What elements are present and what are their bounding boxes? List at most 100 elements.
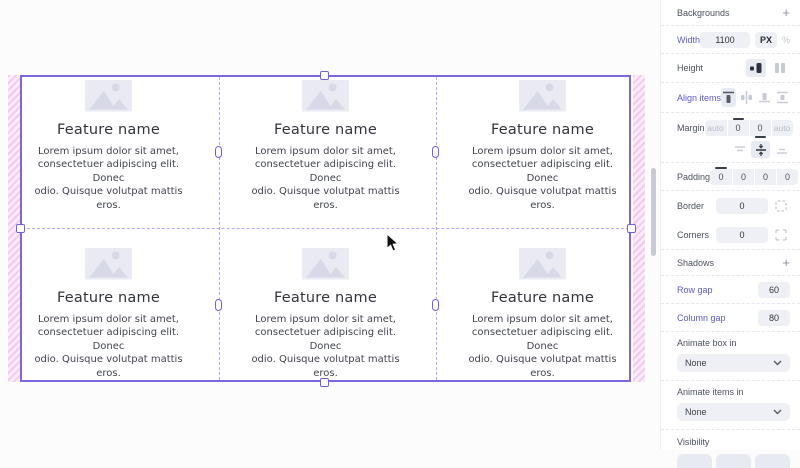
image-placeholder-icon [302,80,349,112]
margin-indicator-left [8,75,20,382]
card-body: Lorem ipsum dolor sit amet,consectetuer … [468,313,617,379]
align-baseline-icon[interactable] [757,88,772,107]
row-gap-guide [22,228,629,229]
margin-align-top-icon[interactable] [731,142,748,157]
row-gap-label: Row gap [677,284,713,295]
mouse-cursor [386,233,400,252]
align-start-icon[interactable] [721,88,737,107]
image-placeholder-icon [519,248,566,280]
chevron-down-icon [773,360,782,366]
unit-px-toggle[interactable]: PX [755,31,777,48]
gap-handle[interactable] [431,146,439,158]
margin-left-input: auto [707,122,724,133]
selected-section[interactable]: Feature name Lorem ipsum dolor sit amet,… [20,75,631,382]
animate-box-block: Animate box in None [661,332,800,381]
card-body: Lorem ipsum dolor sit amet,consectetuer … [251,145,400,211]
border-label: Border [677,200,705,211]
feature-card[interactable]: Feature name Lorem ipsum dolor sit amet,… [239,77,412,212]
image-placeholder-icon [302,248,349,280]
card-body: Lorem ipsum dolor sit amet,consectetuer … [251,313,400,379]
width-input[interactable]: 1100 [700,31,750,48]
visibility-option-button[interactable] [716,454,751,468]
gap-handle[interactable] [431,299,439,311]
animate-items-block: Animate items in None [661,381,800,430]
feature-card[interactable]: Feature name Lorem ipsum dolor sit amet,… [456,77,629,212]
feature-card[interactable]: Feature name Lorem ipsum dolor sit amet,… [456,245,629,380]
padding-right-input: 0 [776,168,798,185]
resize-handle-left[interactable] [15,223,25,233]
gap-handle[interactable] [214,146,222,158]
image-placeholder-icon [85,248,132,280]
align-items-row: Align items [661,83,800,113]
margin-label: Margin [677,122,705,133]
width-row: Width 1100 PX % [661,26,800,54]
align-stretch-icon[interactable] [775,88,790,107]
chevron-down-icon [773,409,782,415]
border-sides-icon[interactable] [772,197,790,215]
column-gap-input[interactable]: 80 [758,309,790,326]
corners-label: Corners [677,229,710,240]
backgrounds-row: Backgrounds + [661,0,800,26]
design-canvas[interactable]: Feature name Lorem ipsum dolor sit amet,… [0,0,660,450]
image-placeholder-icon [85,80,132,112]
animate-box-dropdown[interactable]: None [677,354,790,372]
height-label: Height [677,63,704,73]
card-title: Feature name [274,121,377,138]
feature-grid: Feature name Lorem ipsum dolor sit amet,… [22,77,629,380]
margin-inputs[interactable]: auto 0 0 auto [704,117,793,138]
image-placeholder-icon [519,80,566,112]
backgrounds-label: Backgrounds [677,7,730,18]
feature-card[interactable]: Feature name Lorem ipsum dolor sit amet,… [22,245,195,380]
animate-items-dropdown[interactable]: None [677,403,790,421]
margin-indicator-right [633,75,645,382]
height-fill-icon[interactable] [770,59,790,77]
margin-right-input: auto [770,119,793,136]
row-gap-row: Row gap 60 [661,276,800,304]
card-body: Lorem ipsum dolor sit amet,consectetuer … [34,313,183,379]
canvas-scrollbar[interactable] [651,168,656,256]
card-body: Lorem ipsum dolor sit amet,consectetuer … [468,145,617,211]
align-items-label: Align items [677,92,722,103]
row-gap-input[interactable]: 60 [758,281,790,298]
height-row: Height [661,54,800,83]
visibility-block: Visibility [661,430,800,468]
padding-inputs[interactable]: 0 0 0 0 [710,166,799,185]
align-center-icon[interactable] [739,88,754,107]
margin-top-input: 0 [726,117,749,136]
padding-top-input: 0 [732,168,754,185]
width-label: Width [677,34,701,45]
properties-panel: Backgrounds + Width 1100 PX % Height Ali… [660,0,800,468]
resize-handle-bottom[interactable] [319,377,329,387]
column-gap-row: Column gap 80 [661,304,800,332]
margin-row: Margin auto 0 0 auto [661,113,800,163]
add-shadow-button[interactable]: + [782,255,790,270]
padding-label: Padding [677,171,711,182]
corners-row: Corners 0 [661,220,800,249]
padding-bottom-input: 0 [754,168,776,185]
corners-input[interactable]: 0 [716,226,768,243]
resize-handle-top[interactable] [319,70,329,80]
margin-bottom-input: 0 [748,119,771,138]
height-hug-icon[interactable] [746,59,766,77]
gap-handle[interactable] [214,299,222,311]
card-title: Feature name [57,121,160,138]
margin-align-bottom-icon[interactable] [773,142,790,157]
border-corners-block: Border 0 Corners 0 [661,191,800,250]
card-title: Feature name [274,289,377,306]
card-title: Feature name [57,289,160,306]
card-body: Lorem ipsum dolor sit amet,consectetuer … [34,145,183,211]
animate-box-label: Animate box in [677,338,737,348]
shadows-row: Shadows + [661,250,800,276]
margin-align-center-icon[interactable] [751,141,770,158]
feature-card[interactable]: Feature name Lorem ipsum dolor sit amet,… [239,245,412,380]
corners-icon[interactable] [772,226,790,244]
add-background-button[interactable]: + [782,5,790,20]
border-input[interactable]: 0 [716,197,768,214]
visibility-option-button[interactable] [677,454,712,468]
feature-card[interactable]: Feature name Lorem ipsum dolor sit amet,… [22,77,195,212]
unit-percent-toggle[interactable]: % [781,34,790,45]
resize-handle-right[interactable] [626,223,636,233]
visibility-label: Visibility [677,437,710,447]
card-title: Feature name [491,121,594,138]
visibility-option-button[interactable] [755,454,790,468]
